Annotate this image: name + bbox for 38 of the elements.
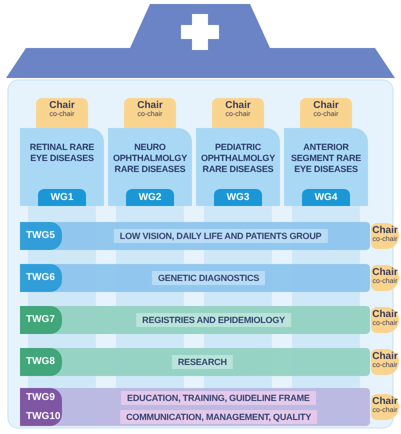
group-title: LOW VISION, DAILY LIFE AND PATIENTS GROUP (114, 229, 328, 243)
chair-label: Chair (371, 308, 399, 320)
group-title: REGISTRIES AND EPIDEMIOLOGY (136, 313, 291, 327)
chair-label: Chair (48, 99, 76, 111)
group-title: EDUCATION, TRAINING, GUIDELINE FRAME (121, 390, 316, 404)
group-title: PEDIATRIC OPHTHALMOLGY RARE DISEASES (200, 141, 276, 174)
chair-label: Chair (136, 99, 164, 111)
chair-label: Chair (312, 99, 340, 111)
group-title: ANTERIOR SEGMENT RARE EYE DISEASES (290, 141, 362, 174)
chair-label: Chair (371, 350, 399, 362)
group-band (20, 388, 370, 426)
group-id-badge: WG3 (214, 189, 262, 206)
group-title: COMMUNICATION, MANAGEMENT, QUALITY (120, 410, 318, 424)
working-group-card (196, 128, 280, 206)
group-band (20, 222, 370, 250)
group-band (20, 306, 370, 334)
group-id-badge: TWG7 (20, 306, 62, 334)
group-id-badge: WG1 (38, 189, 86, 206)
group-id-badge: TWG5 (20, 222, 62, 250)
group-id-badge: TWG9 (20, 388, 62, 407)
group-title: GENETIC DIAGNOSTICS (152, 271, 266, 285)
chair-label: Chair (224, 99, 252, 111)
group-band (20, 348, 370, 376)
group-id-badge: WG2 (126, 189, 174, 206)
working-group-card (20, 128, 104, 206)
group-id-badge: WG4 (302, 189, 350, 206)
working-group-card (108, 128, 192, 206)
group-title: RESEARCH (172, 355, 233, 369)
chair-label: Chair (371, 395, 399, 407)
group-id-badge: TWG6 (20, 264, 62, 292)
chair-label: Chair (371, 224, 399, 236)
group-id-badge: TWG8 (20, 348, 62, 376)
chair-label: Chair (371, 266, 399, 278)
group-title: NEURO OPHTHALMOLGY RARE DISEASES (112, 141, 188, 174)
group-band (20, 264, 370, 292)
group-id-badge: TWG10 (20, 407, 62, 426)
working-group-card (284, 128, 368, 206)
group-title: RETINAL RARE EYE DISEASES (28, 141, 96, 164)
